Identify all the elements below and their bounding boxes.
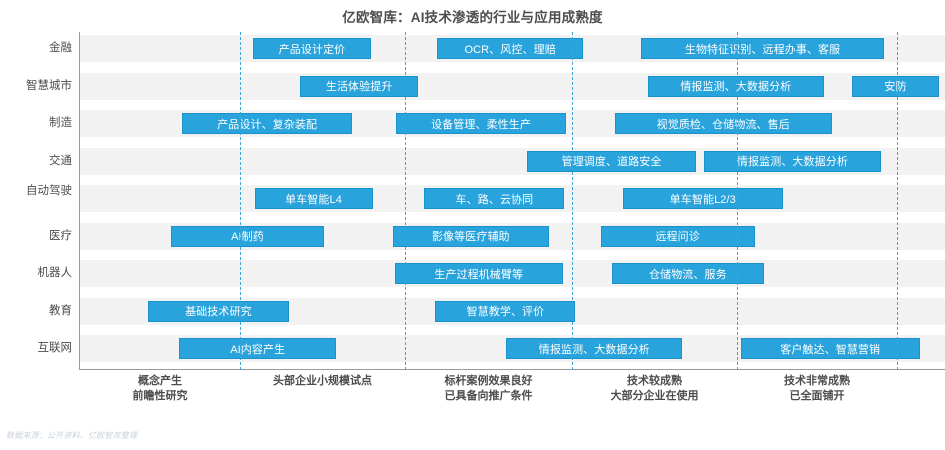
stage-label-line2: 已具备向推广条件 bbox=[444, 390, 533, 402]
application-bar[interactable]: 情报监测、大数据分析 bbox=[704, 150, 881, 172]
application-bar[interactable]: 远程问诊 bbox=[600, 225, 755, 247]
application-bar[interactable]: AI内容产生 bbox=[179, 338, 337, 359]
application-bar[interactable]: 智慧教学、评价 bbox=[435, 300, 576, 322]
stage-label: 头部企业小规模试点 bbox=[233, 374, 413, 389]
application-bar[interactable]: 仓储物流、服务 bbox=[611, 263, 765, 284]
stage-divider-line bbox=[572, 32, 573, 370]
application-bar[interactable]: 产品设计、复杂装配 bbox=[182, 113, 353, 134]
application-bar[interactable]: 生物特征识别、远程办事、客服 bbox=[641, 38, 884, 59]
application-bar[interactable]: OCR、风控、理赔 bbox=[437, 38, 584, 59]
y-axis-tick-label: 医疗 bbox=[49, 229, 72, 242]
stage-divider-line bbox=[240, 32, 241, 370]
application-bar[interactable]: 情报监测、大数据分析 bbox=[647, 75, 824, 97]
stage-label-line2: 大部分企业在使用 bbox=[610, 390, 699, 402]
stage-label-line1: 技术较成熟 bbox=[627, 375, 682, 387]
stage-label-line2: 已全面铺开 bbox=[789, 390, 845, 402]
application-bar[interactable]: AI制药 bbox=[171, 225, 324, 247]
stage-label-line1: 技术非常成熟 bbox=[784, 375, 850, 387]
application-bar[interactable]: 视觉质检、仓储物流、售后 bbox=[614, 113, 832, 134]
y-axis-tick-label: 机器人 bbox=[37, 267, 73, 279]
y-axis-tick-label: 金融 bbox=[49, 42, 72, 54]
application-bar[interactable]: 客户触达、智慧营销 bbox=[740, 338, 920, 359]
y-axis-tick-label: 交通 bbox=[49, 154, 72, 167]
application-bar[interactable]: 安防 bbox=[852, 75, 939, 97]
application-bar[interactable]: 情报监测、大数据分析 bbox=[506, 338, 683, 359]
application-bar[interactable]: 单车智能L4 bbox=[254, 188, 373, 209]
stage-label-line1: 标杆案例效果良好 bbox=[444, 375, 533, 387]
stage-label: 技术较成熟大部分企业在使用 bbox=[565, 374, 745, 404]
stage-divider-line bbox=[897, 32, 898, 370]
application-bar[interactable]: 生产过程机械臂等 bbox=[394, 263, 563, 284]
stage-label-line1: 头部企业小规模试点 bbox=[273, 375, 372, 387]
application-bar[interactable]: 影像等医疗辅助 bbox=[392, 225, 549, 247]
stage-label-line2: 前瞻性研究 bbox=[132, 390, 188, 402]
application-bar[interactable]: 管理调度、道路安全 bbox=[526, 150, 697, 172]
x-axis-stage-labels: 概念产生前瞻性研究头部企业小规模试点标杆案例效果良好已具备向推广条件技术较成熟大… bbox=[0, 374, 945, 418]
stage-divider-line bbox=[737, 32, 738, 370]
x-axis-line bbox=[79, 369, 945, 370]
y-axis-labels: 金融智慧城市制造交通自动驾驶医疗机器人教育互联网 bbox=[0, 32, 76, 370]
application-bar[interactable]: 基础技术研究 bbox=[147, 300, 290, 322]
application-bar[interactable]: 设备管理、柔性生产 bbox=[396, 113, 566, 134]
y-axis-tick-label: 教育 bbox=[49, 304, 72, 317]
stage-label: 标杆案例效果良好已具备向推广条件 bbox=[399, 374, 579, 404]
source-note: 数据来源：公开资料、亿欧智库整理 bbox=[6, 431, 138, 440]
application-bar[interactable]: 生活体验提升 bbox=[300, 75, 419, 97]
chart-title: 亿欧智库：AI技术渗透的行业与应用成熟度 bbox=[342, 10, 603, 25]
application-bar[interactable]: 产品设计定价 bbox=[253, 38, 371, 59]
stage-divider-line bbox=[405, 32, 406, 370]
y-axis-line bbox=[79, 32, 80, 370]
y-axis-tick-label: 自动驾驶 bbox=[26, 185, 72, 197]
stage-label: 技术非常成熟已全面铺开 bbox=[727, 374, 907, 404]
application-bar[interactable]: 车、路、云协同 bbox=[424, 188, 565, 209]
stage-label: 概念产生前瞻性研究 bbox=[70, 374, 250, 404]
y-axis-tick-label: 互联网 bbox=[37, 342, 73, 354]
y-axis-tick-label: 智慧城市 bbox=[26, 79, 72, 92]
y-axis-tick-label: 制造 bbox=[49, 117, 72, 129]
stage-label-line1: 概念产生 bbox=[138, 375, 182, 387]
application-bar[interactable]: 单车智能L2/3 bbox=[622, 188, 783, 209]
